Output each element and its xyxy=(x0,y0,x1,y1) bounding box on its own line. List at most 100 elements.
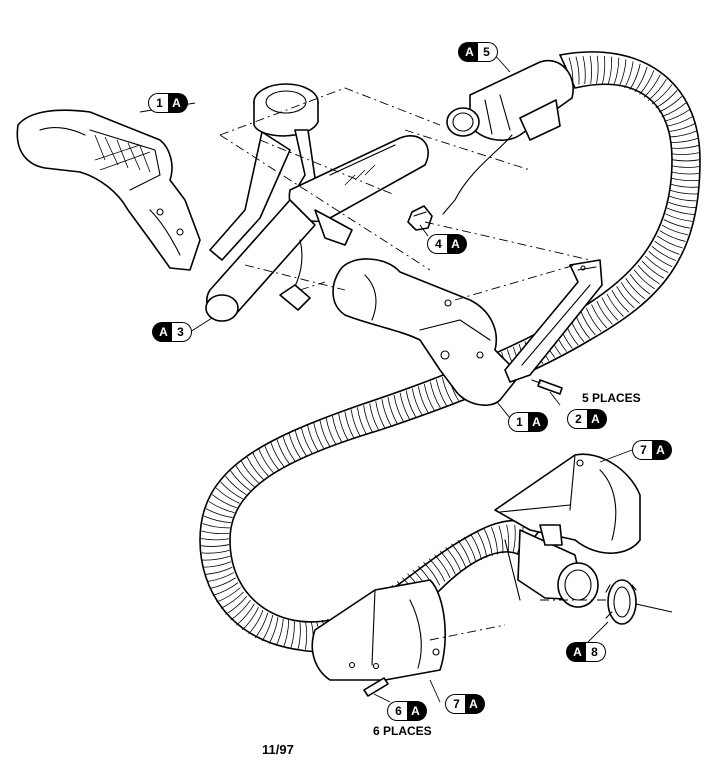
hose-rib xyxy=(429,381,441,409)
callout-number: 2 xyxy=(567,409,587,429)
hose-rib xyxy=(270,442,285,468)
handle-clamp-part xyxy=(209,83,319,261)
hose-rib xyxy=(201,544,230,547)
hose-rib xyxy=(664,109,690,122)
hose-rib xyxy=(411,388,423,415)
hose-rib xyxy=(344,411,355,439)
hose-rib xyxy=(288,433,302,459)
hose-rib xyxy=(625,278,646,300)
hose-rib xyxy=(671,152,700,155)
hose-rib xyxy=(596,300,613,325)
hose-rib xyxy=(434,554,451,579)
hose-rib xyxy=(200,538,230,541)
swivel-housing-part xyxy=(494,453,641,554)
alignment-lines xyxy=(219,87,610,641)
hose-rib xyxy=(666,207,695,215)
hose-rib xyxy=(242,606,259,631)
hose-rib xyxy=(643,74,661,98)
hose-rib xyxy=(428,558,446,582)
hose-rib xyxy=(601,55,606,85)
hose-rib xyxy=(575,56,580,85)
callout-number: 4 xyxy=(427,234,447,254)
hose-rib xyxy=(620,282,640,304)
hose-rib xyxy=(483,528,493,556)
callout-number: 1 xyxy=(508,412,528,432)
hose-rib xyxy=(313,422,325,450)
hose-rib xyxy=(457,539,472,566)
hose-rib xyxy=(634,66,648,93)
hose-rib xyxy=(241,461,260,484)
hose-rib xyxy=(671,171,700,175)
hose-rib xyxy=(435,379,447,406)
hose-rib xyxy=(207,572,235,582)
hose-rib xyxy=(669,195,697,202)
hose-rib xyxy=(254,612,269,639)
hose-rib xyxy=(276,439,290,465)
hose-rib xyxy=(661,224,689,236)
hose-rib xyxy=(670,189,698,195)
hose-rib xyxy=(585,307,602,332)
hose-rib xyxy=(357,407,367,435)
hose-rib xyxy=(451,543,467,568)
hose-rib xyxy=(491,527,499,555)
hose-rib xyxy=(661,102,687,118)
hose-rib xyxy=(668,201,696,209)
hose-rib xyxy=(651,84,673,105)
hose-cuff-part xyxy=(442,59,574,215)
hose-rib xyxy=(201,530,230,535)
hose-rib xyxy=(205,508,233,518)
hose-rib xyxy=(613,57,620,86)
hose-rib xyxy=(203,515,232,524)
hose-rib xyxy=(616,286,635,309)
callout-number: 6 xyxy=(387,701,407,721)
hose-rib xyxy=(304,621,308,650)
hose-rib xyxy=(641,260,665,279)
lower-housing-part xyxy=(311,579,446,681)
hose-rib xyxy=(258,449,274,474)
hose-rib xyxy=(657,235,683,249)
callout-letter: A xyxy=(465,694,485,714)
callout-letter: A xyxy=(447,234,467,254)
hose-rib xyxy=(639,70,655,95)
hose-rib xyxy=(202,523,230,529)
hose-rib xyxy=(596,55,599,84)
hose-rib xyxy=(591,304,608,329)
hose-rib xyxy=(506,524,510,553)
hose-rib xyxy=(476,531,488,558)
hose-rib xyxy=(375,401,386,428)
handle-grip-part xyxy=(205,135,429,322)
hose-rib xyxy=(363,405,373,433)
screw-quantity-note-lower: 6 PLACES xyxy=(373,724,432,738)
hose-rib xyxy=(665,213,693,222)
hose-rib xyxy=(498,525,504,554)
hose-rib xyxy=(668,123,696,132)
hose-rib xyxy=(307,425,319,452)
hose-rib xyxy=(671,165,700,168)
hose-rib xyxy=(637,265,660,285)
hose-rib xyxy=(220,481,243,500)
hose-rib xyxy=(423,562,441,586)
hose-rib xyxy=(417,386,429,413)
hose-rib xyxy=(582,55,586,85)
hose-rib xyxy=(512,524,516,553)
hose-rib xyxy=(659,230,686,242)
swivel-connector-part xyxy=(504,524,599,608)
hose-rib xyxy=(230,599,251,621)
callout-number: A xyxy=(458,42,478,62)
hose-rib xyxy=(301,427,313,454)
hose-rib xyxy=(670,183,699,188)
hose-rib xyxy=(671,144,700,149)
hose-rib xyxy=(211,494,237,509)
date-code: 11/97 xyxy=(262,742,294,757)
callout-number: A xyxy=(566,642,586,662)
hose-rib xyxy=(208,501,235,514)
hose-rib xyxy=(658,96,683,113)
hose-rib xyxy=(252,452,269,477)
hose-rib xyxy=(230,470,251,492)
